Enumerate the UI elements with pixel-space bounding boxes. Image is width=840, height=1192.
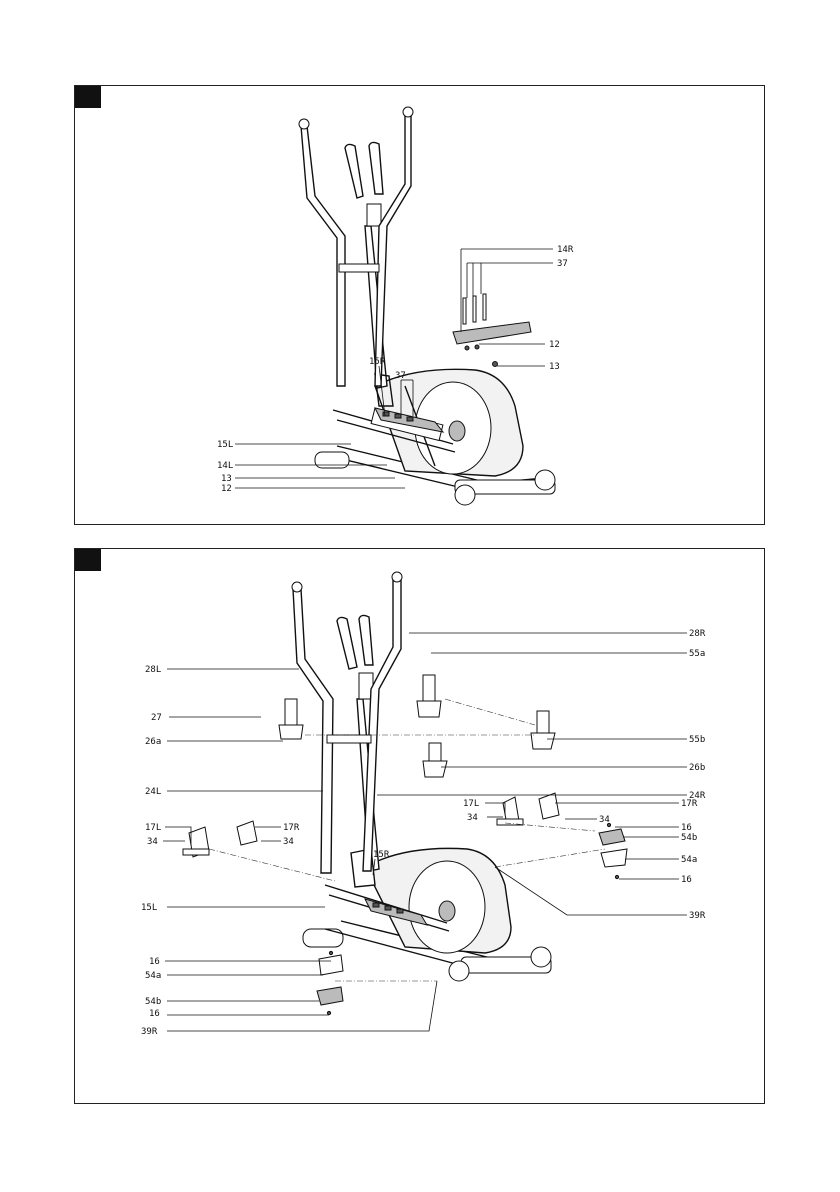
label-16-left-top: 16 — [149, 957, 160, 967]
label-39R-left: 39R — [141, 1027, 158, 1037]
label-13-right: 13 — [549, 362, 560, 372]
handlebars — [292, 572, 402, 873]
label-28L: 28L — [145, 665, 161, 675]
exploded-diagram-step-2: 28R 28L 55a 27 26a 55b 26b 24L 24R 17L 3… — [75, 549, 766, 1105]
clamp-55a — [417, 675, 441, 717]
label-34-left-b: 34 — [283, 837, 294, 847]
label-16-left-bottom: 16 — [149, 1009, 160, 1019]
label-54a-left: 54a — [145, 971, 161, 981]
label-26b: 26b — [689, 763, 705, 773]
label-34-right-a: 34 — [467, 813, 478, 823]
flywheel-housing — [365, 848, 511, 953]
clamp-55b — [531, 711, 555, 749]
label-39R-right: 39R — [689, 911, 706, 921]
label-13-left: 13 — [221, 474, 232, 484]
cover-54-right — [599, 823, 627, 878]
label-54a-right: 54a — [681, 855, 697, 865]
assembly-step-panel-1: 14R 37 12 13 15R 37 15L 14L 13 12 — [74, 85, 765, 525]
label-34-right-b: 34 — [599, 815, 610, 825]
bracket-17L-left — [183, 827, 209, 857]
label-12-left: 12 — [221, 484, 232, 494]
bracket-17R-left — [237, 821, 257, 845]
label-37-center: 37 — [395, 371, 406, 381]
label-28R: 28R — [689, 629, 706, 639]
label-15L: 15L — [217, 440, 233, 450]
label-34-left-a: 34 — [147, 837, 158, 847]
label-14R: 14R — [557, 245, 574, 255]
exploded-diagram-step-1: 14R 37 12 13 15R 37 15L 14L 13 12 — [75, 86, 766, 526]
label-17L-left: 17L — [145, 823, 161, 833]
label-17R-left: 17R — [283, 823, 300, 833]
label-15R: 15R — [373, 850, 390, 860]
bracket-17R-right — [539, 793, 559, 819]
label-16-right-top: 16 — [681, 823, 692, 833]
label-54b-right: 54b — [681, 833, 697, 843]
label-24L: 24L — [145, 787, 161, 797]
label-15L: 15L — [141, 903, 157, 913]
label-14L: 14L — [217, 461, 233, 471]
label-12-right: 12 — [549, 340, 560, 350]
label-27: 27 — [151, 713, 162, 723]
clamp-26b — [423, 743, 447, 777]
clamp-26a — [279, 699, 303, 739]
label-26a: 26a — [145, 737, 161, 747]
label-17L-right: 17L — [463, 799, 479, 809]
label-55a: 55a — [689, 649, 705, 659]
label-15R: 15R — [369, 357, 386, 367]
bracket-17L-right — [497, 797, 523, 825]
label-37-top: 37 — [557, 259, 568, 269]
label-55b: 55b — [689, 735, 705, 745]
label-54b-left: 54b — [145, 997, 161, 1007]
handlebars — [299, 107, 413, 386]
label-17R-right: 17R — [681, 799, 698, 809]
label-16-right-bottom: 16 — [681, 875, 692, 885]
exploded-pedal-14R — [453, 294, 531, 367]
assembly-step-panel-2: 28R 28L 55a 27 26a 55b 26b 24L 24R 17L 3… — [74, 548, 765, 1104]
